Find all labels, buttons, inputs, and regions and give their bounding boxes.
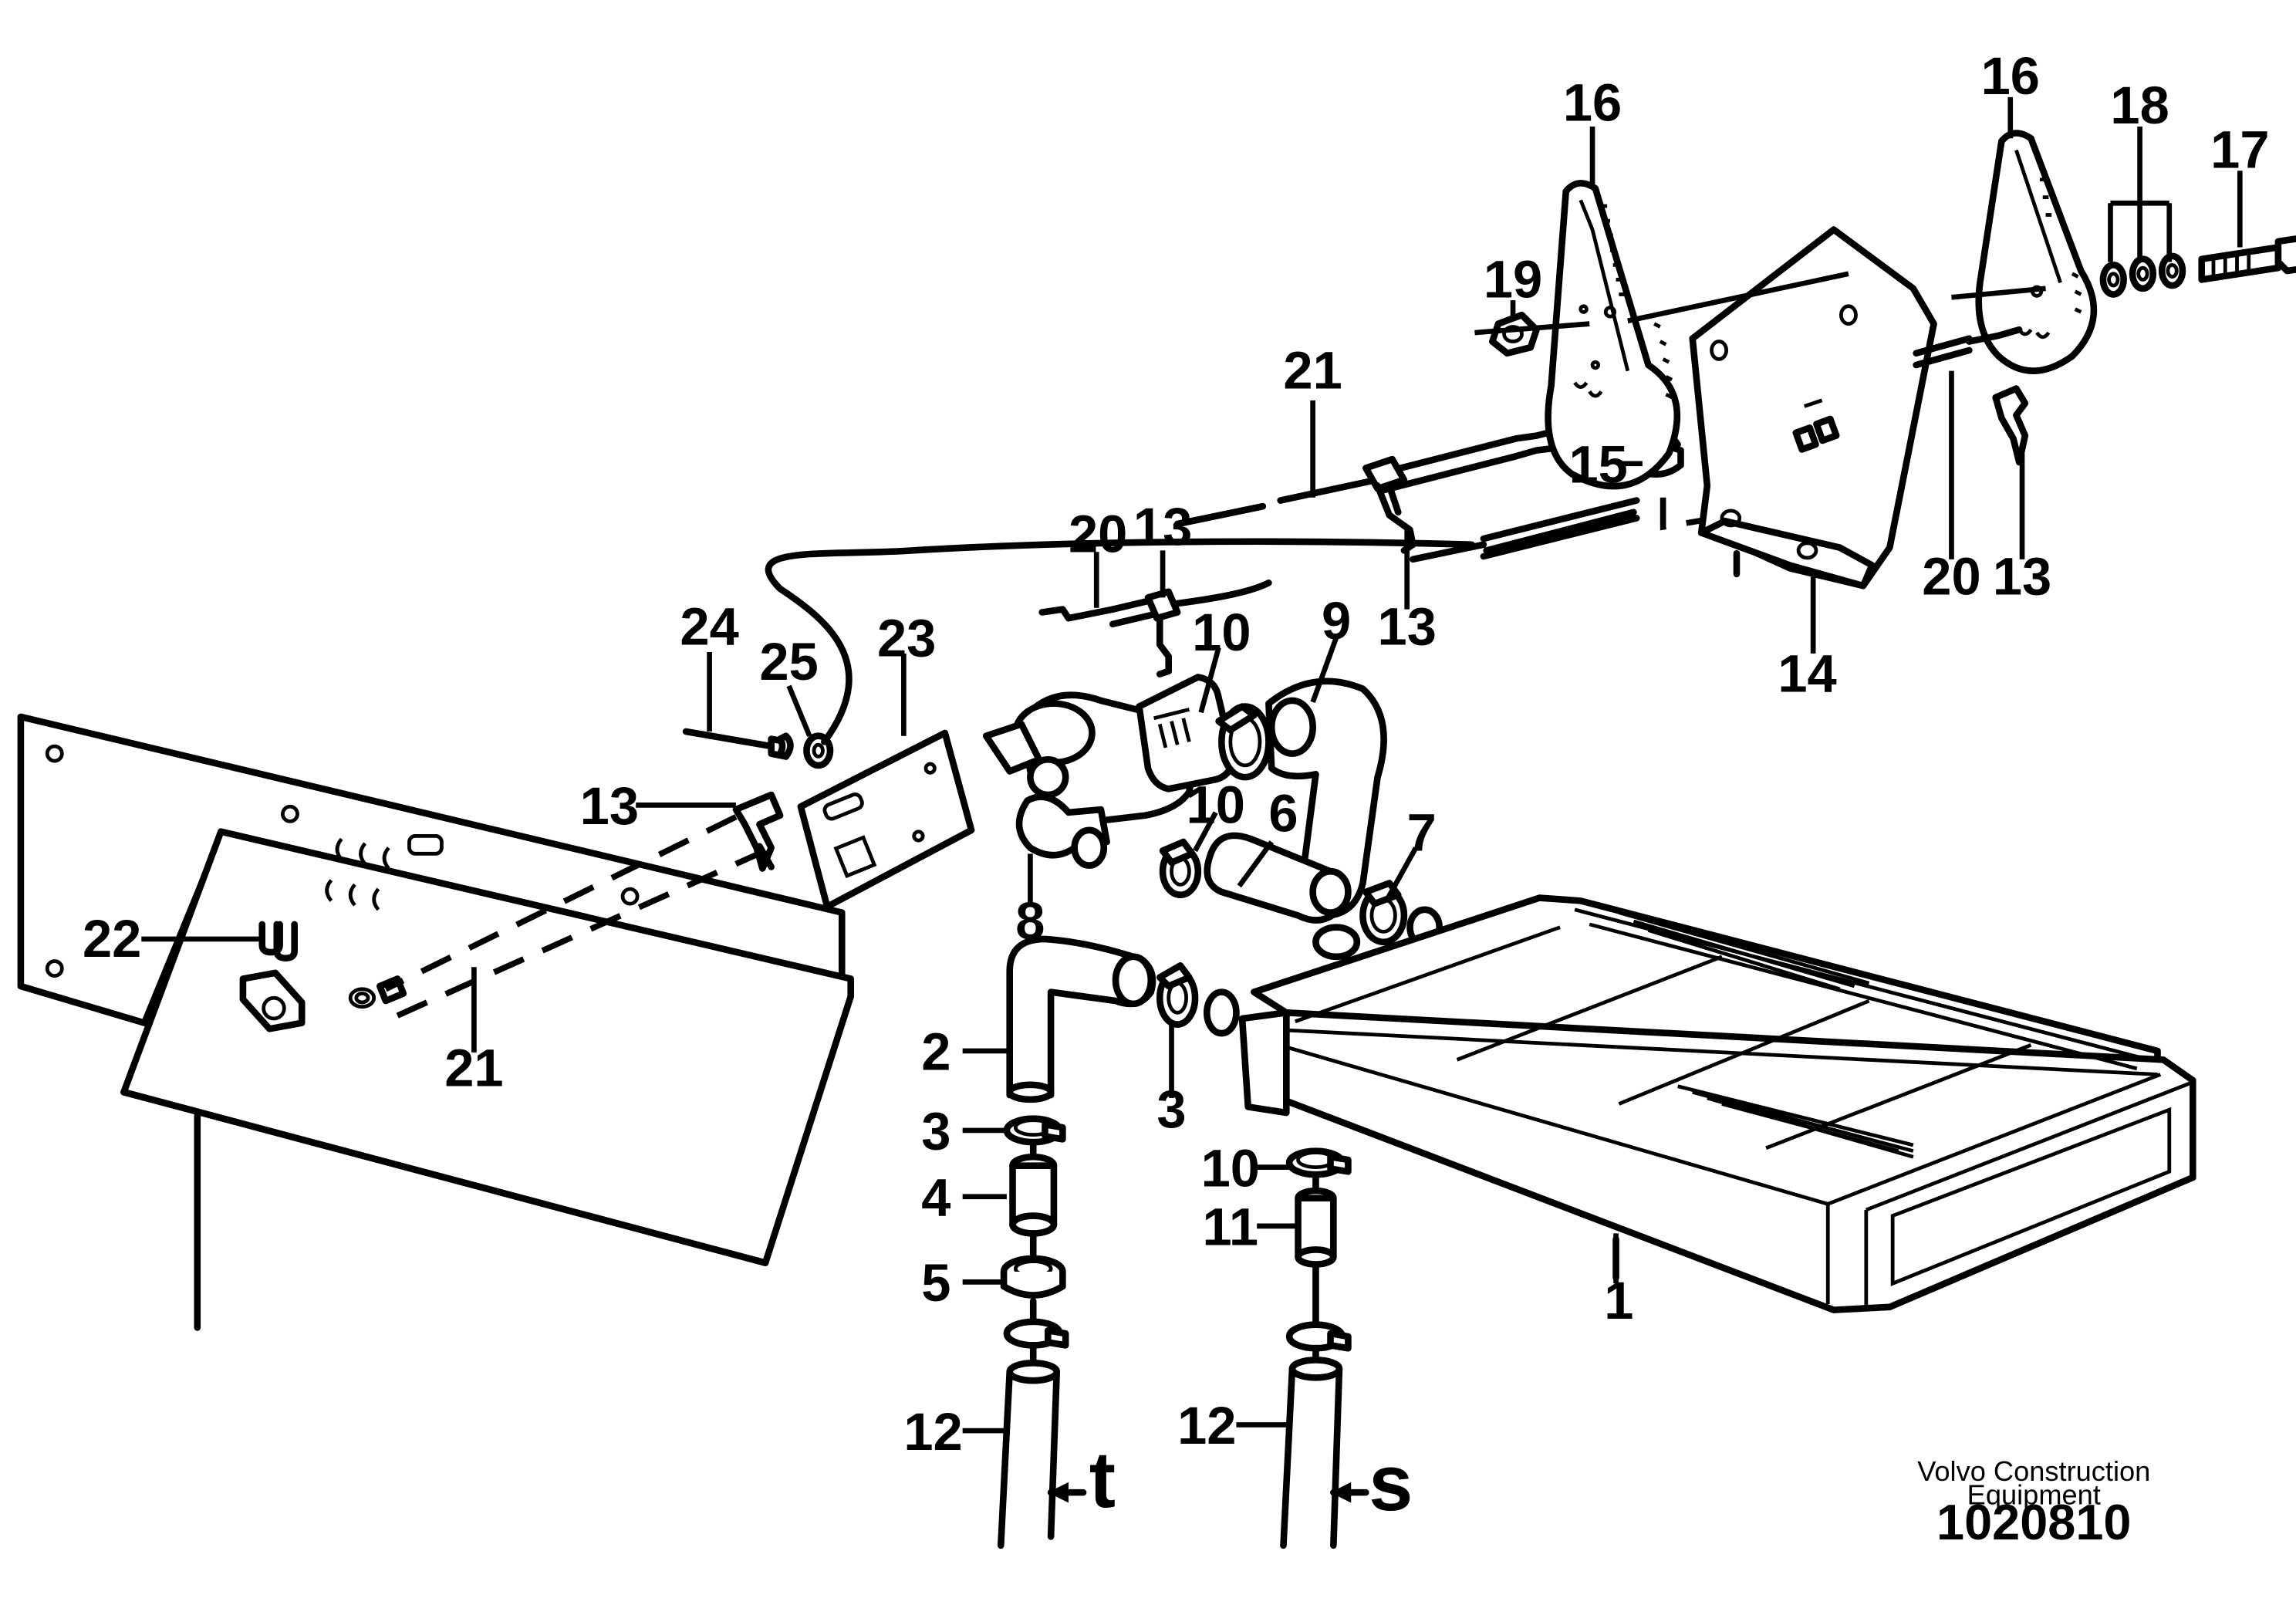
callout-1: 1 — [1604, 1271, 1633, 1330]
cable-20-top — [1173, 497, 1717, 563]
bracket-14 — [1689, 226, 1937, 590]
control-panel-23 — [797, 729, 975, 911]
lever-16-left — [1545, 180, 1681, 490]
callout-8: 8 — [1015, 891, 1045, 951]
callout-4: 4 — [921, 1168, 950, 1228]
cable-grommet — [348, 987, 376, 1009]
callout-14: 14 — [1778, 644, 1836, 703]
callout-3-middle: 3 — [1156, 1080, 1186, 1139]
callout-16-right: 16 — [1981, 46, 2040, 106]
drawing-number: 1020810 — [1936, 1494, 2131, 1550]
callout-13-lower-cable: 13 — [1133, 497, 1192, 556]
flow-arrow-s — [1330, 1482, 1369, 1503]
connector-11 — [1295, 1187, 1337, 1268]
shaft-axis-line-3 — [1951, 286, 2046, 300]
callout-21-bottom: 21 — [444, 1039, 503, 1098]
shaft-axis-line — [1474, 321, 1590, 336]
callout-20-right: 20 — [1922, 547, 1980, 607]
brand-line-1: Volvo Construction — [1917, 1455, 2150, 1487]
callout-3-left: 3 — [921, 1102, 950, 1161]
callout-17: 17 — [2210, 120, 2269, 179]
callout-12-right: 12 — [1177, 1396, 1236, 1455]
hose-12-left — [997, 1359, 1061, 1549]
callout-11: 11 — [1203, 1198, 1259, 1257]
callout-25: 25 — [759, 632, 818, 691]
clamp-10-top — [1215, 703, 1272, 781]
cable-20-lower — [1038, 580, 1272, 678]
brand-line-2: Equipment — [1967, 1478, 2101, 1510]
water-valve-8 — [982, 674, 1237, 869]
callout-21-top: 21 — [1283, 341, 1342, 400]
clamp-3-upper — [1156, 961, 1240, 1037]
hose-9 — [1265, 678, 1387, 961]
dashboard-panel — [17, 713, 854, 1331]
clamp-right-bottom — [1285, 1321, 1352, 1352]
callout-19: 19 — [1484, 249, 1542, 309]
clamp-10-middle — [1159, 838, 1202, 899]
callout-22: 22 — [83, 909, 141, 968]
flow-label-t: t — [1089, 1435, 1116, 1524]
clip-13-panel — [732, 791, 784, 872]
callout-20-left: 20 — [1069, 504, 1127, 563]
callout-5: 5 — [921, 1253, 950, 1313]
callout-18: 18 — [2110, 76, 2169, 135]
flow-arrow-t — [1047, 1482, 1087, 1503]
callout-13-right: 13 — [1993, 547, 2051, 607]
grommet-5 — [1000, 1255, 1066, 1299]
clip-22 — [239, 921, 306, 1032]
callout-10-bottom: 10 — [1201, 1138, 1260, 1198]
clamp-left-bottom — [1003, 1318, 1069, 1349]
callout-10-middle: 10 — [1187, 775, 1245, 834]
screw-24 — [682, 728, 794, 760]
shaft-axis-line-2 — [1627, 271, 1849, 324]
callout-9: 9 — [1322, 591, 1351, 650]
hose-12-right — [1280, 1357, 1343, 1549]
cable-20-right — [1913, 326, 2029, 466]
callout-16-left: 16 — [1563, 73, 1622, 132]
hose-2 — [1006, 935, 1156, 1103]
nut-19 — [1489, 311, 1540, 357]
connector-4 — [1009, 1153, 1058, 1237]
callout-24: 24 — [680, 596, 738, 656]
cable-21-dashed — [376, 814, 767, 1019]
callout-10-top: 10 — [1192, 603, 1251, 662]
callout-13-top-cable: 13 — [1378, 596, 1437, 656]
clamp-10-bottom — [1285, 1147, 1352, 1178]
callout-6: 6 — [1268, 784, 1298, 843]
callout-12-left: 12 — [903, 1402, 962, 1461]
clamp-3-lower — [1003, 1115, 1066, 1146]
callout-15: 15 — [1568, 435, 1627, 495]
washers-18 — [2099, 252, 2186, 298]
callout-23: 23 — [877, 609, 936, 668]
flow-label-s: s — [1369, 1438, 1413, 1527]
callout-13-panel: 13 — [580, 776, 639, 836]
hose-6 — [1204, 832, 1352, 924]
leader-lines — [141, 96, 2243, 1434]
callout-7: 7 — [1407, 803, 1437, 863]
callout-2: 2 — [921, 1022, 950, 1082]
bolt-17 — [2198, 235, 2296, 283]
heater-core-1 — [1238, 894, 2196, 1313]
cable-20-curve — [765, 538, 1475, 745]
